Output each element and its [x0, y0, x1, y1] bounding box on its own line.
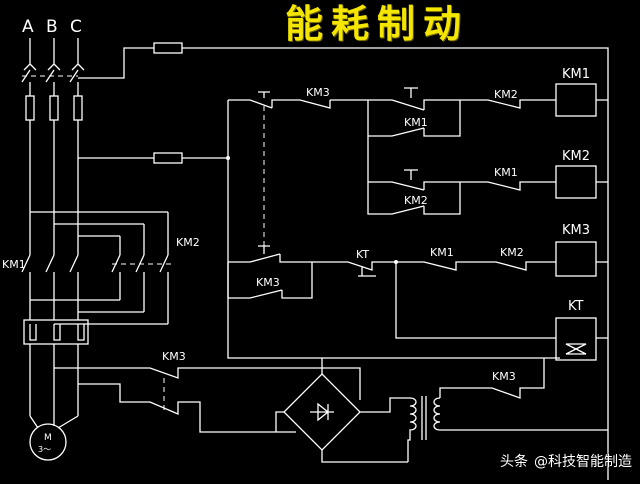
- rung-km1: KM3 KM1 KM2 KM1: [228, 67, 597, 137]
- phase-c-label: C: [70, 17, 82, 37]
- phase-b-label: B: [46, 17, 58, 37]
- coil-km1-label: KM1: [562, 67, 590, 82]
- km2-r3-label: KM2: [500, 246, 524, 259]
- main-contactors: KM1 KM2: [2, 211, 200, 416]
- transformer-primary-icon: [407, 397, 417, 462]
- power-supply-lines: [21, 38, 85, 255]
- coil-km2: [555, 165, 597, 199]
- control-fuse-top-icon: [153, 42, 183, 54]
- km3-selfhold-label: KM3: [256, 276, 280, 289]
- km3-ctrl-label: KM3: [306, 86, 330, 99]
- coil-kt-label: KT: [568, 299, 584, 314]
- coil-km2-label: KM2: [562, 149, 590, 164]
- km2-hold-label: KM2: [404, 194, 428, 207]
- motor: M 3〜: [29, 415, 79, 461]
- coil-km3: [555, 241, 597, 277]
- motor-m-label: M: [44, 433, 52, 443]
- dc-braking-circuit: KM3 KM3: [54, 350, 608, 463]
- motor-phase-label: 3〜: [38, 445, 51, 454]
- sb1-button-icon: [404, 87, 418, 98]
- kt-contact-label: KT: [356, 248, 369, 261]
- sb2-button-icon: [404, 169, 418, 180]
- thermal-relay-icon: [23, 319, 89, 345]
- km1-hold-label: KM1: [404, 116, 428, 129]
- km3-tr-label: KM3: [492, 370, 516, 383]
- phase-a-label: A: [22, 17, 34, 37]
- coil-km1: [555, 83, 597, 117]
- km1-main-label: KM1: [2, 258, 26, 271]
- km3-nc-contact-r1: [299, 99, 331, 109]
- rung-km2: KM2 KM1 KM2: [367, 136, 597, 215]
- kt-timer-contact-icon: [358, 266, 376, 277]
- watermark-handle: @科技智能制造: [534, 454, 632, 470]
- motor-icon: [29, 423, 67, 461]
- watermark-brand: 头条: [500, 454, 528, 470]
- kt-timer-icon: [565, 343, 587, 355]
- page-title: 能耗制动: [284, 1, 469, 46]
- km2-il-label: KM2: [494, 88, 518, 101]
- fuse-b-icon: [49, 95, 59, 121]
- diode-icon: [310, 402, 334, 422]
- stop-button-icon: [258, 91, 270, 98]
- control-fuse-mid-icon: [153, 152, 183, 164]
- start-button-sb1: [368, 99, 460, 111]
- km1-il-label: KM1: [494, 166, 518, 179]
- km2-main-label: KM2: [176, 236, 200, 249]
- fuse-a-icon: [25, 95, 35, 121]
- fuse-c-icon: [73, 95, 83, 121]
- rung-km3: KM3 KT KM1 KM2 KM3 KT: [227, 106, 597, 361]
- right-rail-taps: [596, 99, 608, 339]
- sb-no-button-icon: [258, 245, 270, 254]
- transformer-core-icon: [421, 396, 427, 440]
- watermark: 头条 @科技智能制造: [500, 448, 632, 474]
- km3-power-label: KM3: [162, 350, 186, 363]
- coil-km3-label: KM3: [562, 223, 590, 238]
- coil-kt: [555, 317, 597, 361]
- control-supply: [78, 42, 609, 480]
- km1-r3-label: KM1: [430, 246, 454, 259]
- stop-button-contact: [249, 99, 273, 109]
